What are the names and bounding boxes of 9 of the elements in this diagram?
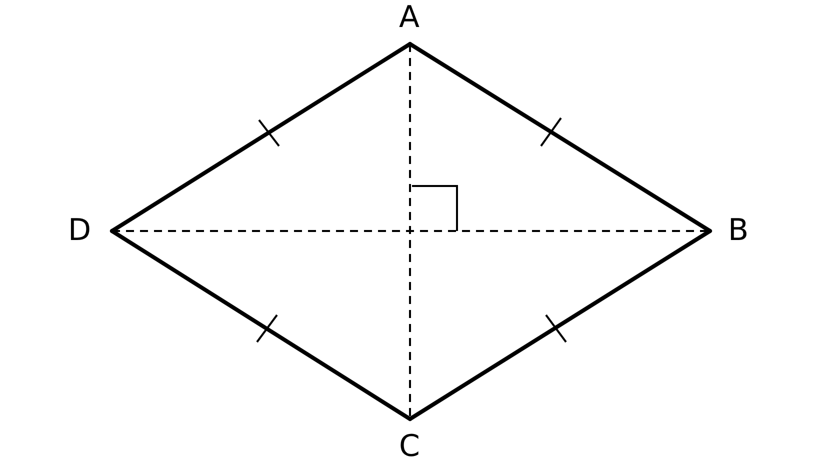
vertex-label: B [728,215,749,247]
vertex-label: C [399,431,420,463]
diagonal-line [409,44,411,419]
side-line [110,229,412,421]
vertex-label: A [399,2,420,34]
side-line [408,229,712,421]
side-line [110,42,412,233]
vertex-label: D [68,215,92,247]
side-line [408,42,712,233]
